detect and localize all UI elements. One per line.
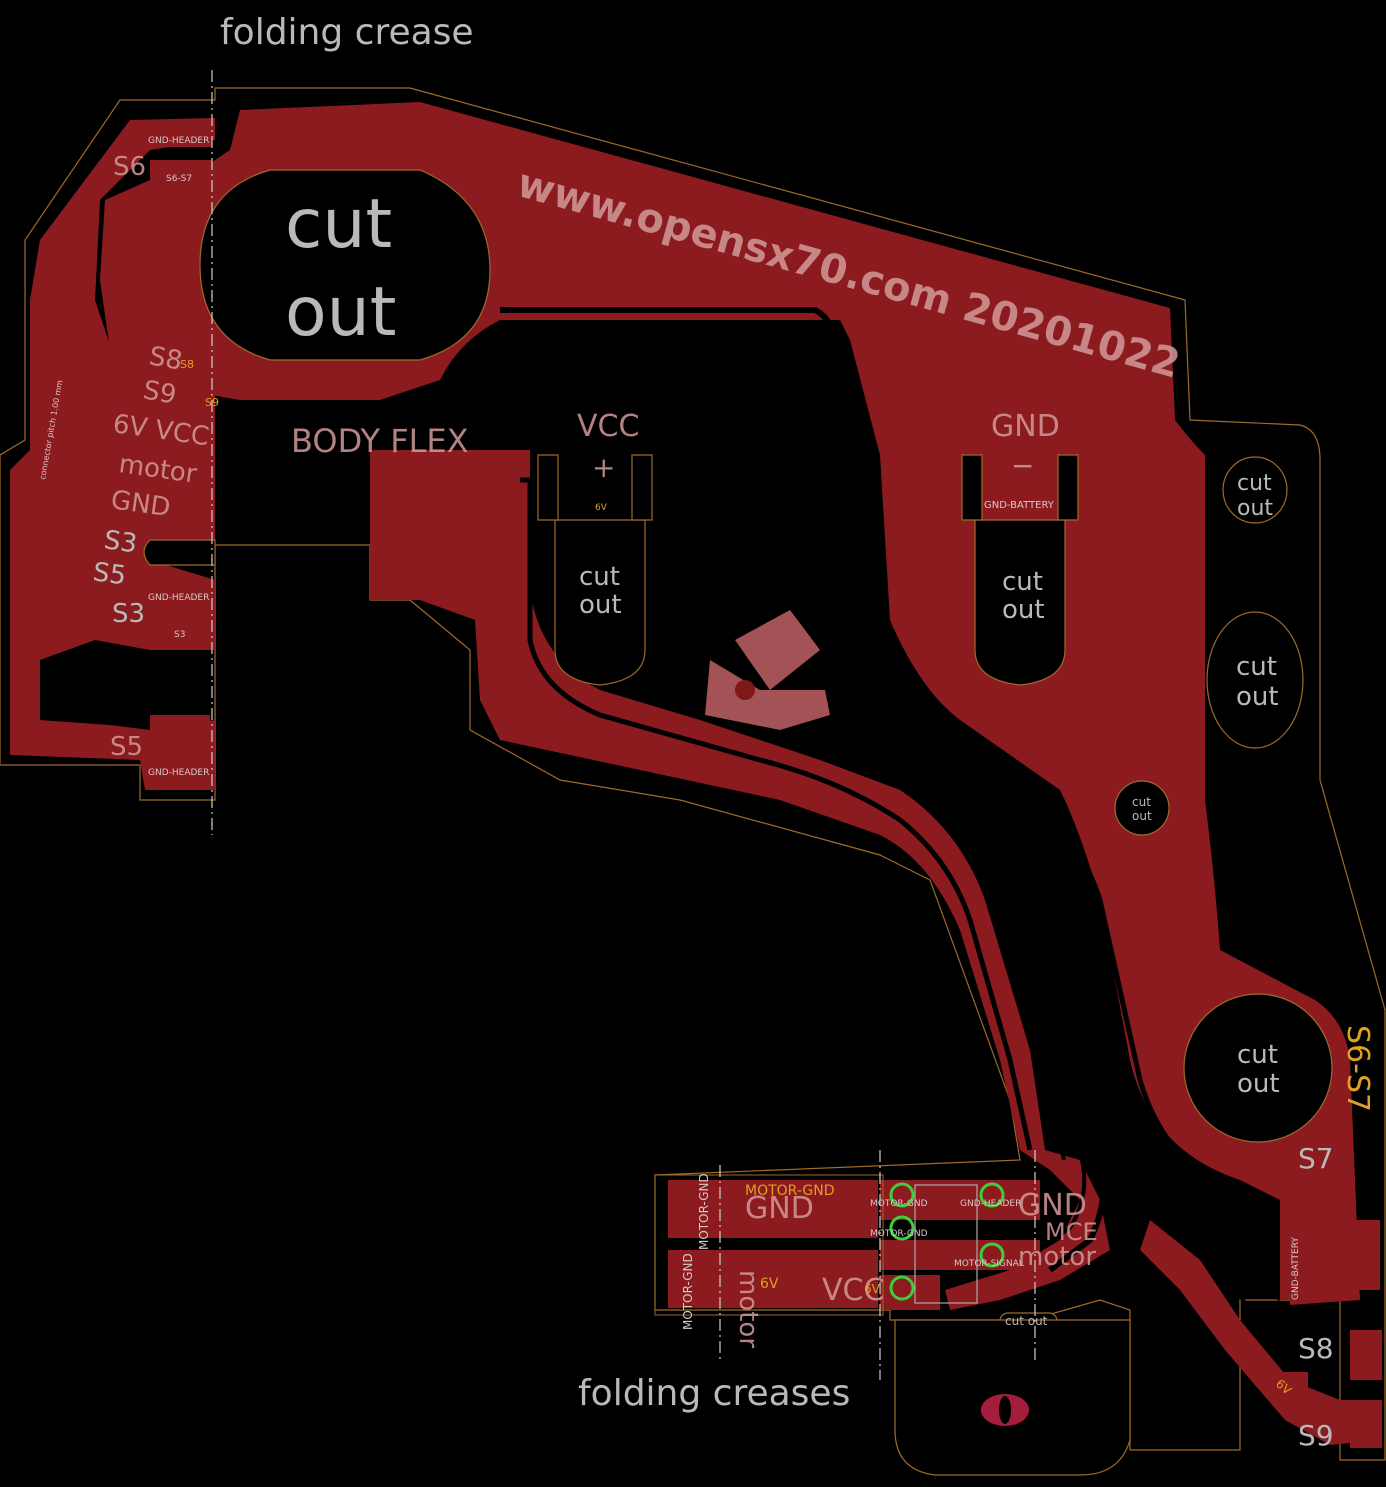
svg-text:S9: S9 bbox=[205, 396, 219, 409]
gnd-label: GND bbox=[991, 409, 1060, 444]
label-s8: S8 bbox=[1298, 1332, 1334, 1365]
cutout-big-round-line1: cut bbox=[1237, 1040, 1278, 1070]
bottom-vias bbox=[889, 1182, 1005, 1301]
lens-logo-icon bbox=[981, 1394, 1029, 1426]
cutout-left-slot bbox=[143, 539, 216, 566]
gnd-battery-vertical: GND-BATTERY bbox=[1291, 1237, 1301, 1300]
svg-text:MOTOR-GND: MOTOR-GND bbox=[745, 1183, 835, 1199]
svg-text:6V: 6V bbox=[864, 1282, 881, 1296]
svg-text:MOTOR-GND: MOTOR-GND bbox=[697, 1173, 711, 1250]
header-s6s7: S6-S7 bbox=[166, 174, 192, 184]
cutout-right2-line1: cut bbox=[1236, 652, 1277, 682]
header-label-bottom: GND-HEADER bbox=[148, 768, 209, 778]
cutout-vcc-line2: out bbox=[579, 590, 622, 620]
cutout-large-line2: out bbox=[285, 273, 396, 352]
cutout-gnd bbox=[974, 519, 1066, 686]
svg-text:motor: motor bbox=[1018, 1242, 1096, 1272]
header-label-mid: GND-HEADER bbox=[148, 593, 209, 603]
cutout-slot-label: cut out bbox=[1005, 1314, 1048, 1328]
cutout-large-line1: cut bbox=[285, 185, 392, 264]
svg-text:6V: 6V bbox=[760, 1276, 779, 1292]
cutouts bbox=[143, 169, 1333, 1476]
svg-text:S5: S5 bbox=[91, 557, 128, 591]
pad-s3: S3 bbox=[112, 599, 145, 629]
cutout-large bbox=[199, 169, 491, 361]
camera-logo-icon bbox=[705, 610, 830, 730]
svg-text:S3: S3 bbox=[102, 525, 139, 559]
vcc-plus: + bbox=[592, 451, 615, 484]
bottom-connector-block bbox=[654, 1174, 1040, 1316]
svg-text:motor: motor bbox=[733, 1270, 763, 1348]
pad-s5: S5 bbox=[110, 732, 143, 762]
cutout-gnd-line2: out bbox=[1002, 595, 1045, 625]
vcc-pad-6v: 6V bbox=[595, 503, 608, 513]
vcc-label: VCC bbox=[577, 409, 639, 444]
left-connector-pads bbox=[50, 123, 215, 780]
cutout-slot-gnd-l bbox=[961, 454, 983, 521]
copper-pour-arm bbox=[370, 450, 1110, 1310]
svg-text:GND-HEADER: GND-HEADER bbox=[960, 1199, 1021, 1209]
header-s3: S3 bbox=[174, 630, 185, 640]
cutout-slot-gnd-r bbox=[1057, 454, 1079, 521]
cutout-right-2 bbox=[1206, 611, 1304, 749]
copper-pour-main bbox=[100, 102, 1360, 1305]
cutout-big-round-line2: out bbox=[1237, 1069, 1280, 1099]
copper-right-strip bbox=[1280, 1140, 1380, 1300]
svg-text:S8: S8 bbox=[180, 358, 194, 371]
label-s6-s7: S6-S7 bbox=[1340, 1025, 1375, 1112]
cutout-vcc-line1: cut bbox=[579, 562, 620, 592]
svg-text:S9: S9 bbox=[141, 375, 179, 410]
cutout-right1-line1: cut bbox=[1237, 471, 1272, 496]
svg-text:MOTOR-GND: MOTOR-GND bbox=[681, 1253, 695, 1330]
cutout-small-line2: out bbox=[1132, 809, 1152, 823]
cutout-right-1 bbox=[1222, 456, 1288, 524]
crease-label-top: folding crease bbox=[220, 12, 474, 53]
svg-text:MOTOR-GND: MOTOR-GND bbox=[870, 1199, 928, 1209]
flex-traces bbox=[500, 307, 1302, 1402]
label-s9: S9 bbox=[1298, 1419, 1334, 1452]
gnd-minus: − bbox=[1011, 449, 1034, 482]
cutout-right2-line2: out bbox=[1236, 682, 1279, 712]
copper-right-tail bbox=[1140, 1220, 1380, 1445]
body-flex-label: BODY FLEX bbox=[291, 422, 469, 460]
gnd-battery-label: GND-BATTERY bbox=[984, 500, 1055, 511]
label-s7: S7 bbox=[1298, 1142, 1334, 1175]
pad-s6: S6 bbox=[113, 152, 146, 182]
cutout-slot-vcc-r bbox=[631, 454, 653, 521]
header-label-top: GND-HEADER bbox=[148, 136, 209, 146]
svg-text:MOTOR-SIGNAL: MOTOR-SIGNAL bbox=[954, 1259, 1024, 1269]
svg-text:S8: S8 bbox=[147, 341, 185, 376]
cutout-vcc bbox=[554, 519, 646, 686]
svg-text:MOTOR-GND: MOTOR-GND bbox=[870, 1229, 928, 1239]
crease-label-bottom: folding creases bbox=[578, 1373, 850, 1414]
cutout-round-small bbox=[1114, 780, 1170, 836]
bottom-connector-labels: MOTOR-GND GND motor 6V VCC 6V MOTOR-GND … bbox=[681, 1173, 1098, 1348]
svg-text:GND: GND bbox=[745, 1191, 814, 1226]
cutout-round-large bbox=[1183, 993, 1333, 1143]
svg-text:GND: GND bbox=[1018, 1188, 1087, 1223]
cutout-slot-vcc-l bbox=[537, 454, 559, 521]
cutout-right1-line2: out bbox=[1237, 496, 1273, 521]
right-pads bbox=[1283, 1330, 1382, 1448]
cutout-small-line1: cut bbox=[1132, 795, 1151, 809]
svg-text:MCE: MCE bbox=[1045, 1218, 1098, 1246]
cutout-gnd-line1: cut bbox=[1002, 567, 1043, 597]
svg-text:VCC: VCC bbox=[822, 1273, 884, 1308]
